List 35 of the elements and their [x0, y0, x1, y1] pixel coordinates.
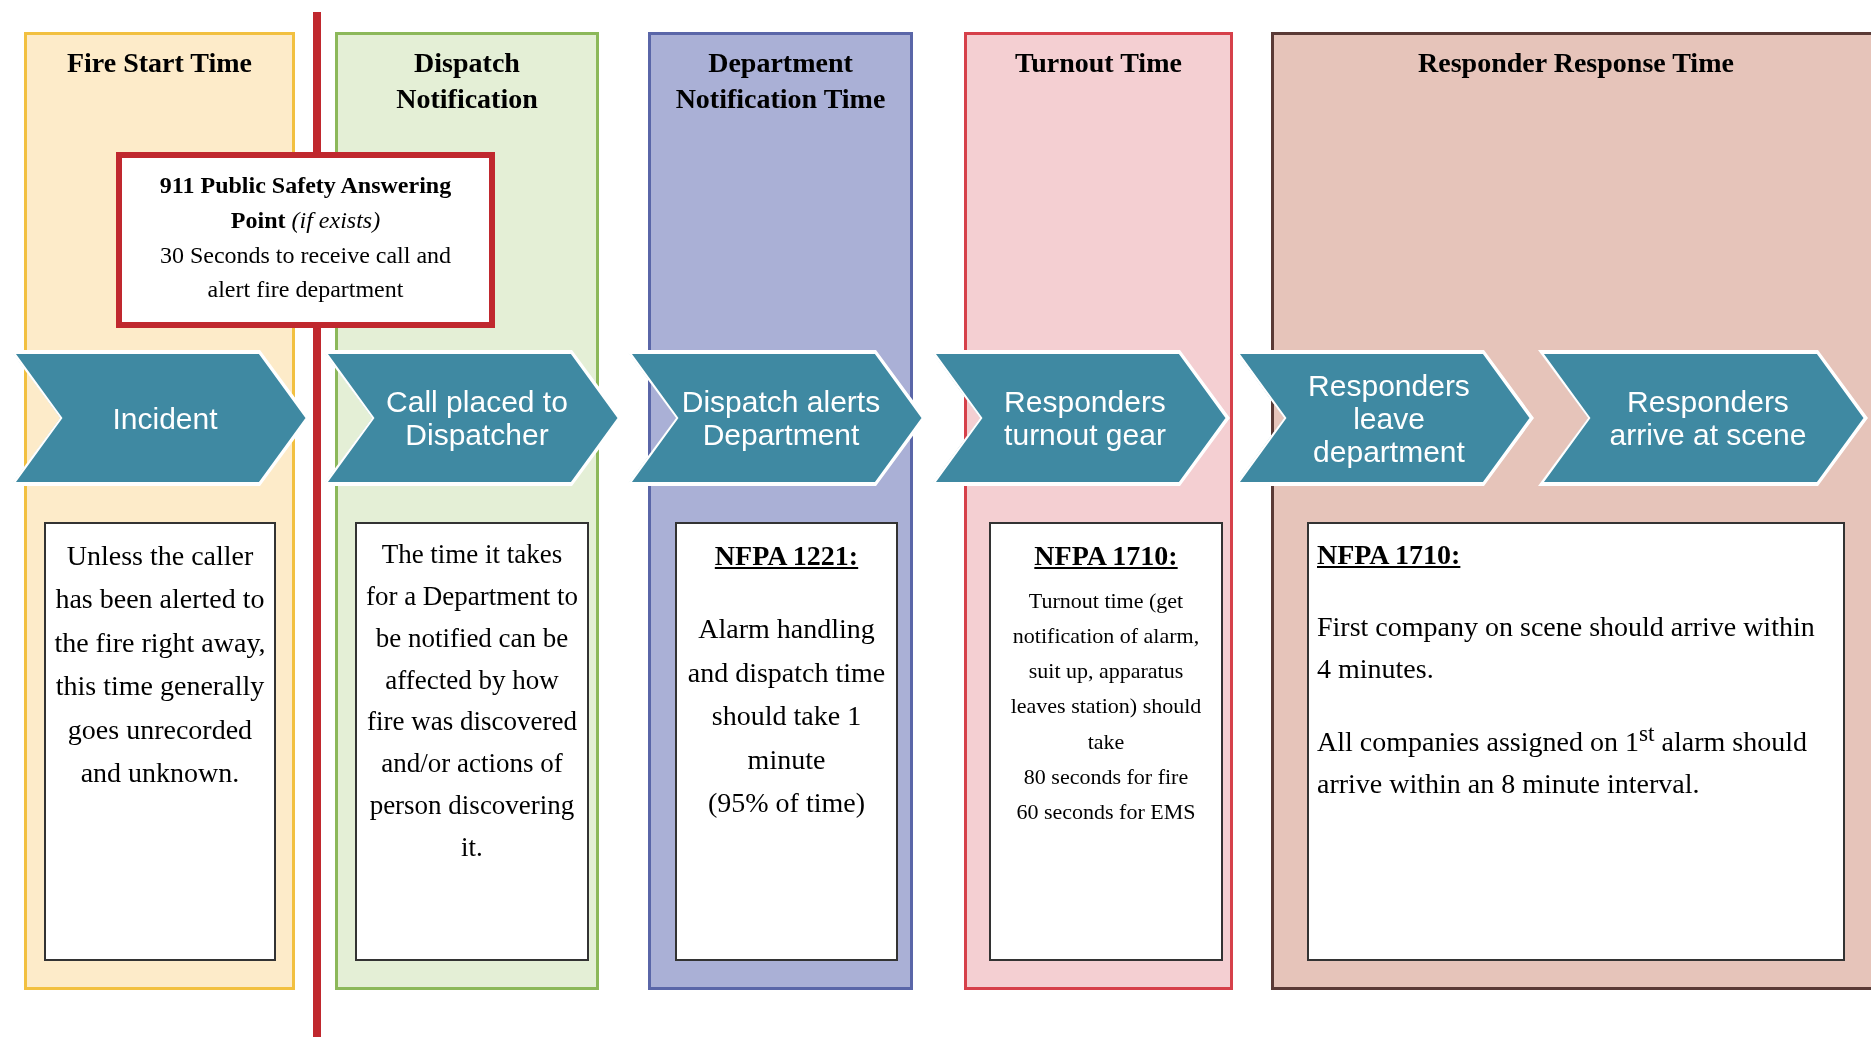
note-heading: NFPA 1221:	[713, 539, 860, 573]
description-box	[1307, 522, 1845, 961]
column-heading: Turnout Time	[1014, 46, 1183, 80]
column-heading: Responder Response Time	[1417, 46, 1735, 80]
callout-box	[116, 152, 495, 328]
column-heading: Department Notification Time	[674, 46, 887, 117]
note-text: Unless the caller has been alerted to the fire right away, this time generally goes unrecorded and unknown.	[54, 539, 266, 790]
step-label: Call placed to Dispatcher	[385, 385, 569, 451]
callout-title: 911 Public Safety Answering Point (if exists)	[158, 171, 453, 235]
note-text: All companies assigned on 1$^{st}$ alarm should arrive within an 8 minute interval.	[1317, 719, 1808, 802]
note-text: Alarm handling and dispatch time should take 1 minute	[686, 612, 887, 777]
note-text: Turnout time (get notification of alarm, suit up, apparatus leaves station) should take	[1009, 586, 1203, 756]
note-heading: NFPA 1710:	[1317, 538, 1462, 572]
column-heading: Dispatch Notification	[395, 46, 539, 117]
chevron-step	[930, 350, 1230, 486]
step-label: Responders leave department	[1307, 368, 1471, 468]
callout-text: 30 Seconds to receive call and alert fire department	[158, 240, 453, 305]
note-text: First company on scene should arrive within 4 minutes.	[1317, 610, 1816, 686]
phase-column	[1271, 32, 1871, 990]
note-heading: NFPA 1710:	[1033, 539, 1179, 573]
column-heading: Fire Start Time	[65, 46, 254, 80]
note-text: The time it takes for a Department to be notified can be affected by how fire was discovered and/or actions of person discovering it.	[365, 538, 579, 864]
step-label: Responders turnout gear	[1003, 385, 1167, 451]
description-box	[355, 522, 589, 961]
description-box	[675, 522, 898, 961]
step-label: Dispatch alerts Department	[680, 385, 882, 451]
chevron-step	[1538, 350, 1868, 486]
description-box	[44, 522, 276, 961]
chevron-step	[1234, 350, 1534, 486]
step-label: Incident	[111, 401, 219, 435]
note-text: 80 seconds for fire	[1022, 762, 1190, 791]
note-text: 60 seconds for EMS	[1015, 797, 1197, 826]
note-text: (95% of time)	[706, 785, 867, 820]
description-box	[989, 522, 1223, 961]
step-label: Responders arrive at scene	[1608, 385, 1808, 451]
